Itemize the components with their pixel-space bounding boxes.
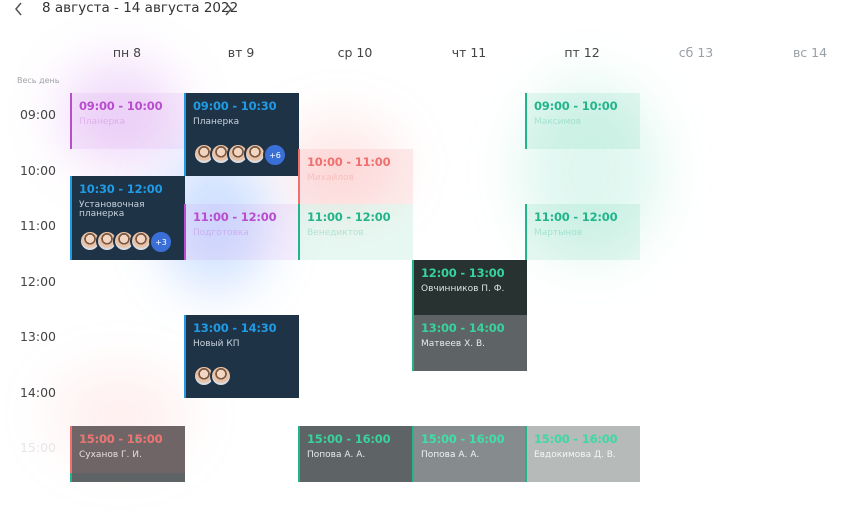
chevron-right-icon bbox=[225, 2, 232, 16]
event-time: 11:00 - 12:00 bbox=[193, 210, 277, 224]
more-participants-badge[interactable]: +3 bbox=[149, 230, 173, 255]
event-time: 10:00 - 11:00 bbox=[307, 154, 391, 169]
day-header-2[interactable]: вт 9 bbox=[227, 45, 255, 60]
hour-label: 15:00 bbox=[19, 440, 56, 455]
event-title: Суханов Г. И. bbox=[79, 450, 142, 460]
event-time: 10:30 - 12:00 bbox=[79, 182, 163, 197]
event-title: Установочная планерка bbox=[79, 200, 145, 220]
event-title: Попова А. А. bbox=[307, 450, 366, 460]
event-time: 13:00 - 14:30 bbox=[193, 321, 277, 335]
event-title: Венедиктов bbox=[307, 228, 364, 238]
event-title: Планерка bbox=[79, 117, 126, 127]
day-header-6[interactable]: сб 13 bbox=[678, 45, 714, 60]
hour-label: 12:00 bbox=[19, 273, 56, 289]
event-time: 12:00 - 13:00 bbox=[421, 265, 505, 280]
event-time: 09:00 - 10:00 bbox=[79, 99, 163, 113]
day-header-3[interactable]: ср 10 bbox=[337, 45, 373, 60]
hour-label: 10:00 bbox=[19, 162, 56, 178]
event-time: 15:00 - 16:00 bbox=[79, 432, 163, 446]
event-title: Подготовка bbox=[193, 228, 249, 238]
event-time: 09:00 - 10:30 bbox=[193, 99, 277, 113]
avatar bbox=[210, 365, 232, 387]
event-title: Максимов bbox=[534, 117, 582, 127]
hour-label: 09:00 bbox=[19, 107, 56, 122]
chevron-left-icon bbox=[15, 2, 22, 16]
prev-week-button[interactable] bbox=[12, 0, 26, 18]
event-title: Планерка bbox=[193, 117, 240, 127]
week-navigator: 8 августа - 14 августа 2022 bbox=[0, 0, 300, 18]
event-time: 13:00 - 14:00 bbox=[421, 321, 505, 335]
hour-label: 11:00 bbox=[19, 218, 56, 233]
event-title: Новый КП bbox=[193, 339, 240, 349]
day-header-5[interactable]: пт 12 bbox=[564, 45, 600, 60]
participants[interactable]: +3 bbox=[79, 230, 173, 255]
event-time: 15:00 - 15:00 bbox=[79, 432, 163, 446]
event-title: Овчинников П. Ф. bbox=[421, 283, 505, 294]
day-header-7[interactable]: вс 14 bbox=[792, 45, 828, 60]
event-time: 15:00 - 16:00 bbox=[307, 432, 391, 446]
event-time: 15:00 - 16:00 bbox=[534, 432, 618, 446]
hour-label: 13:00 bbox=[19, 329, 56, 344]
event-title: Евдокимова Д. В. bbox=[534, 450, 616, 460]
hour-label: 14:00 bbox=[19, 384, 56, 400]
date-range: 8 августа - 14 августа 2022 bbox=[42, 0, 239, 16]
day-header-4[interactable]: чт 11 bbox=[451, 45, 487, 60]
next-week-button[interactable] bbox=[221, 0, 235, 18]
participants[interactable]: +6 bbox=[193, 143, 287, 167]
more-participants-badge[interactable]: +6 bbox=[263, 143, 287, 167]
event-time: 11:00 - 12:00 bbox=[534, 210, 618, 224]
event-time: 09:00 - 10:00 bbox=[534, 99, 618, 113]
day-header-1[interactable]: пн 8 bbox=[112, 45, 142, 60]
all-day-label: Весь день bbox=[17, 76, 60, 85]
event-title: Попова А. А. bbox=[421, 450, 480, 460]
event-time: 11:00 - 12:00 bbox=[307, 210, 391, 224]
participants[interactable] bbox=[193, 365, 232, 387]
event-time: 15:00 - 16:00 bbox=[421, 432, 505, 446]
event-title: Мартынов bbox=[534, 228, 583, 238]
event-title: Матвеев Х. В. bbox=[421, 339, 485, 349]
event-title: Михайлов bbox=[307, 172, 354, 183]
event-card[interactable]: 15:00 - 15:00 bbox=[70, 426, 185, 474]
